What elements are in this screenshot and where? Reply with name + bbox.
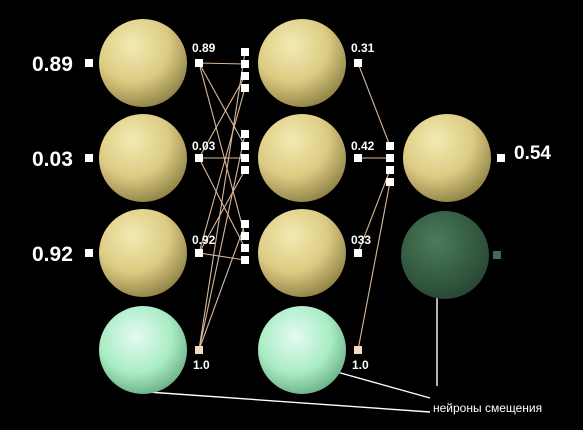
neuron-output <box>403 114 491 202</box>
layer2-output-3: 033 <box>351 233 371 247</box>
input-value-3: 0.92 <box>32 243 73 266</box>
output-port <box>497 154 505 162</box>
neuron-input-3 <box>99 209 187 297</box>
bias-neuron-layer2 <box>258 306 346 394</box>
layer2-output-2: 0.42 <box>351 139 375 153</box>
neuron-hidden-3 <box>258 209 346 297</box>
bias-neuron-output-inactive <box>401 211 489 299</box>
layer2-output-1: 0.31 <box>351 41 375 55</box>
input-value-1: 0.89 <box>32 53 73 76</box>
layer1-output-1: 0.89 <box>192 41 216 55</box>
layer1-output-ports <box>195 59 203 354</box>
neuron-hidden-1 <box>258 19 346 107</box>
layer2-input-ports <box>241 48 249 264</box>
network-output-value: 0.54 <box>514 143 551 164</box>
inactive-output-port <box>493 251 501 259</box>
layer2-output-bias: 1.0 <box>352 358 369 372</box>
neuron-input-1 <box>99 19 187 107</box>
neuron-hidden-2 <box>258 114 346 202</box>
input-ports <box>85 59 93 257</box>
connections-layer2-to-output <box>357 62 391 351</box>
bias-pointer-lines <box>147 292 438 413</box>
neuron-input-2 <box>99 114 187 202</box>
layer1-output-3: 0.92 <box>192 233 216 247</box>
bias-neuron-layer1 <box>99 306 187 394</box>
layer1-output-2: 0.03 <box>192 139 216 153</box>
layer1-output-bias: 1.0 <box>193 358 210 372</box>
connections-layer1-to-layer2 <box>198 51 246 351</box>
layer2-output-ports <box>354 59 362 354</box>
bias-neurons-caption: нейроны смещения <box>433 401 542 415</box>
input-value-2: 0.03 <box>32 148 73 171</box>
output-input-ports <box>386 142 394 186</box>
